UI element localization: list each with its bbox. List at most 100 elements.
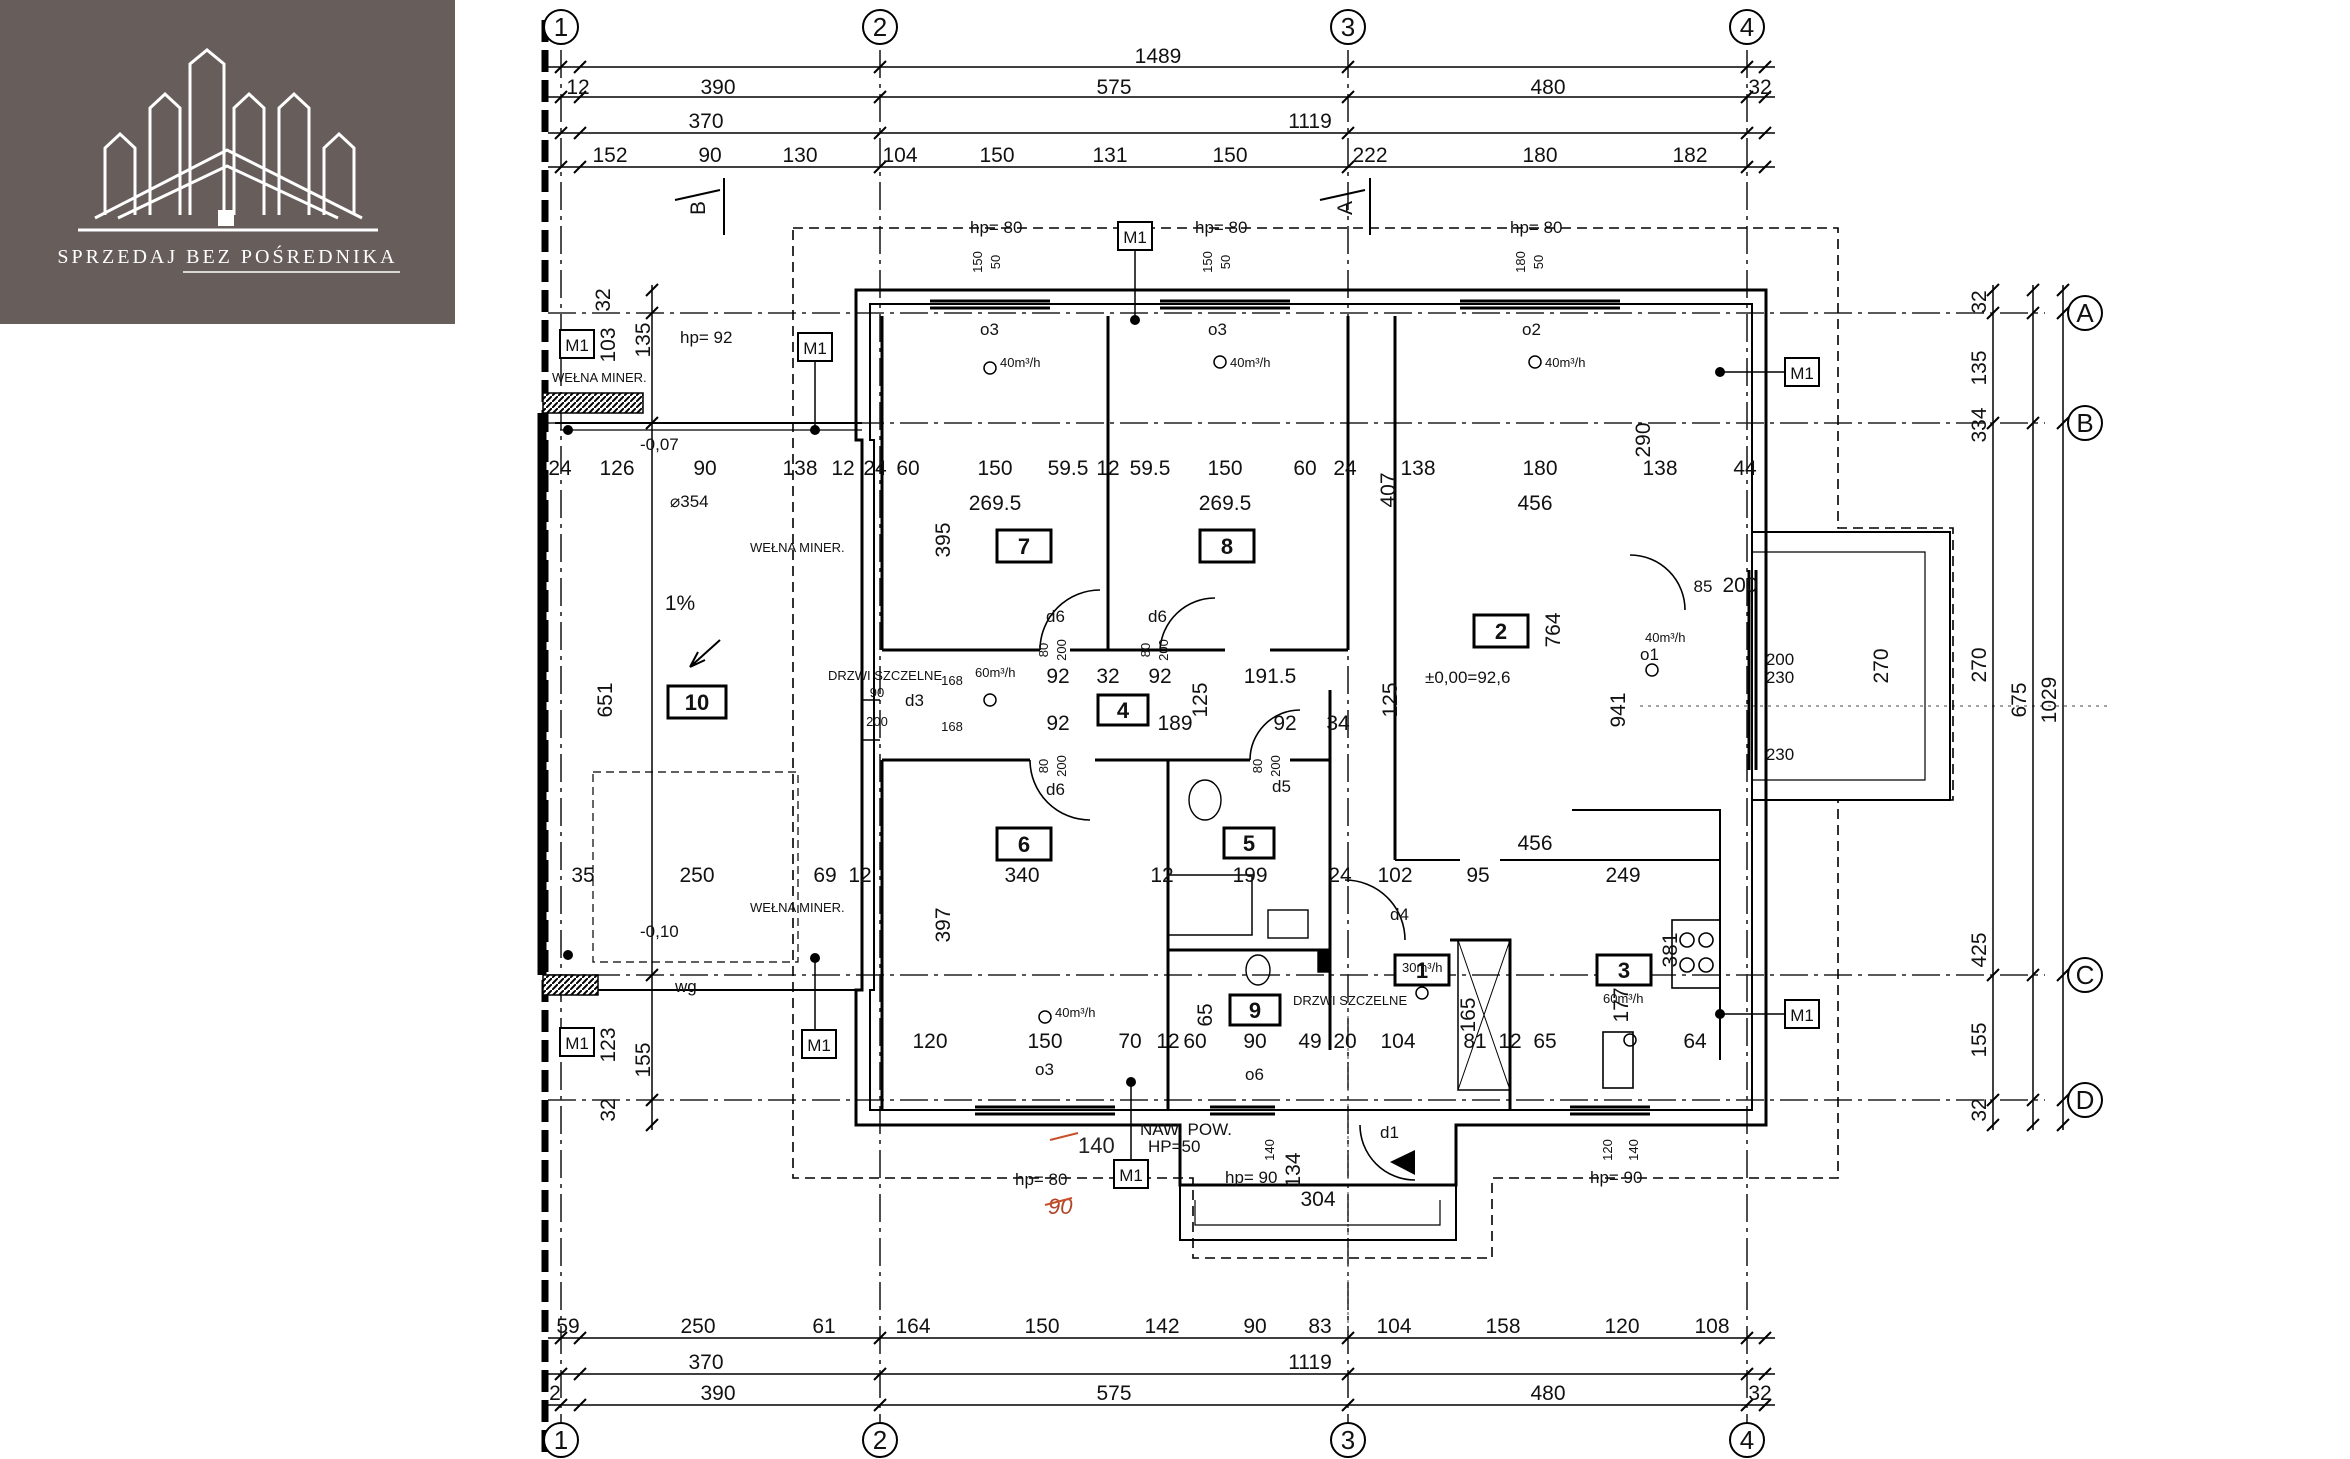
- idim-cor-7: 92: [1273, 712, 1296, 735]
- dim-bot-11: 120: [1604, 1315, 1639, 1338]
- idim-bi-6: 90: [1243, 1030, 1266, 1053]
- dim-top-total: 1489: [1135, 45, 1182, 68]
- m1-label-1: M1: [565, 336, 589, 355]
- dim-top3-1: 152: [592, 144, 627, 167]
- win-dim-9: 120: [1600, 1139, 1615, 1161]
- vent-rate-6: 40m³/h: [1055, 1005, 1095, 1020]
- m1-label-7: M1: [807, 1036, 831, 1055]
- vent-rate-2: 40m³/h: [1230, 355, 1270, 370]
- idim-b-8: 150: [977, 457, 1012, 480]
- dim-bot3-1: 2: [549, 1382, 561, 1405]
- axis-label-4-top: 4: [1740, 12, 1754, 42]
- idim-low-9: 102: [1377, 864, 1412, 887]
- room-8-label: 8: [1221, 534, 1233, 559]
- dimension-tick: [1740, 90, 1754, 104]
- dimension-tick: [873, 90, 887, 104]
- section-label-a: A: [1334, 201, 1357, 215]
- kitchen-counter: [1602, 919, 1721, 1089]
- drzwi-label-1: DRZWI SZCZELNE: [828, 668, 942, 683]
- dimension-tick: [1758, 90, 1772, 104]
- dimension-tick: [645, 306, 659, 320]
- hp-label-2: hp= 80: [1195, 218, 1247, 237]
- room-1-label: 1: [1416, 958, 1428, 983]
- building-walls: [555, 288, 1951, 1241]
- idim-low-4: 12: [848, 864, 871, 887]
- door-dim-12: 168: [941, 719, 963, 734]
- hp-label-1: hp= 80: [970, 218, 1022, 237]
- dim-top-2: 390: [700, 76, 735, 99]
- dimension-tick: [2056, 1118, 2070, 1132]
- dimension-tick: [1758, 1398, 1772, 1412]
- dimension-tick: [2056, 306, 2070, 320]
- dimension-tick: [573, 1367, 587, 1381]
- win-dim-10: 140: [1626, 1139, 1641, 1161]
- dimension-tick: [645, 1093, 659, 1107]
- hatched-wall-bottom: [542, 974, 599, 996]
- dimension-tick: [1740, 160, 1754, 174]
- dimension-tick: [554, 126, 568, 140]
- hp-label-3: hp= 80: [1510, 218, 1562, 237]
- idim-misc-7: 200: [1722, 574, 1757, 597]
- door-dim-5: 80: [1036, 759, 1051, 773]
- m1-label-3: M1: [1123, 228, 1147, 247]
- dimension-tick: [2026, 283, 2040, 297]
- hp-label-4: hp= 92: [680, 328, 732, 347]
- idim-cor-9: 125: [1379, 682, 1402, 717]
- dimension-tick: [1341, 1367, 1355, 1381]
- idim-b-2: 126: [599, 457, 634, 480]
- win-dim-5: 180: [1513, 251, 1528, 273]
- dim-right-outer-1: 675: [2008, 682, 2031, 717]
- idim-misc-2: 397: [932, 907, 955, 942]
- dimension-tick: [554, 160, 568, 174]
- phi-354: ⌀354: [670, 492, 709, 511]
- dimension-tick: [1740, 1398, 1754, 1412]
- door-dim-7: 80: [1250, 759, 1265, 773]
- idim-mid-5: 407: [1377, 472, 1400, 507]
- idim-b-18: 44: [1733, 457, 1757, 480]
- idim-misc-10: 230: [1766, 668, 1794, 687]
- dimension-tick: [554, 60, 568, 74]
- idim-bi-10: 81: [1463, 1030, 1486, 1053]
- vent-rate-5: 60m³/h: [975, 665, 1015, 680]
- idim-cor-4: 191.5: [1244, 665, 1297, 688]
- dimension-tick: [2056, 416, 2070, 430]
- dimension-tick: [1740, 126, 1754, 140]
- axis-grid: [548, 50, 2045, 1430]
- win-dim-8: 140: [1262, 1139, 1277, 1161]
- idim-bi-8: 20: [1333, 1030, 1356, 1053]
- idim-misc-12: 177: [1610, 987, 1633, 1022]
- idim-low-7: 199: [1232, 864, 1267, 887]
- idim-cor-2: 32: [1096, 665, 1119, 688]
- dimension-tick: [573, 126, 587, 140]
- vent-rate-3: 40m³/h: [1545, 355, 1585, 370]
- window-o3-1: o3: [980, 320, 999, 339]
- idim-low-2: 250: [679, 864, 714, 887]
- dim-top2-2: 1119: [1288, 110, 1332, 133]
- idim-cor-10: 34: [1326, 712, 1350, 735]
- dimension-tick: [1986, 283, 2000, 297]
- win-dim-1: 150: [970, 251, 985, 273]
- dimension-tick: [1740, 1331, 1754, 1345]
- dim-right-7: 32: [1968, 1098, 1991, 1121]
- dimension-tick: [1758, 126, 1772, 140]
- idim-misc-1: 651: [594, 682, 617, 717]
- hp-label-6: hp= 90: [1225, 1168, 1277, 1187]
- dimension-tick: [873, 1367, 887, 1381]
- dim-top3-10: 182: [1672, 144, 1707, 167]
- dim-bot3-5: 32: [1748, 1382, 1771, 1405]
- dimension-tick: [1341, 126, 1355, 140]
- idim-low-6: 12: [1150, 864, 1173, 887]
- door-d5: d5: [1272, 777, 1291, 796]
- dimension-tick: [645, 1118, 659, 1132]
- level-minus-010: -0,10: [640, 922, 679, 941]
- dimension-tick: [1986, 1093, 2000, 1107]
- idim-bi-13: 64: [1683, 1030, 1707, 1053]
- window-o3-2: o3: [1208, 320, 1227, 339]
- dim-top3-2: 90: [698, 144, 721, 167]
- dimension-tick: [2056, 1093, 2070, 1107]
- dim-bot-4: 164: [895, 1315, 930, 1338]
- door-dim-6: 200: [1054, 755, 1069, 777]
- m1-label-4: M1: [1790, 364, 1814, 383]
- dim-top3-6: 131: [1092, 144, 1127, 167]
